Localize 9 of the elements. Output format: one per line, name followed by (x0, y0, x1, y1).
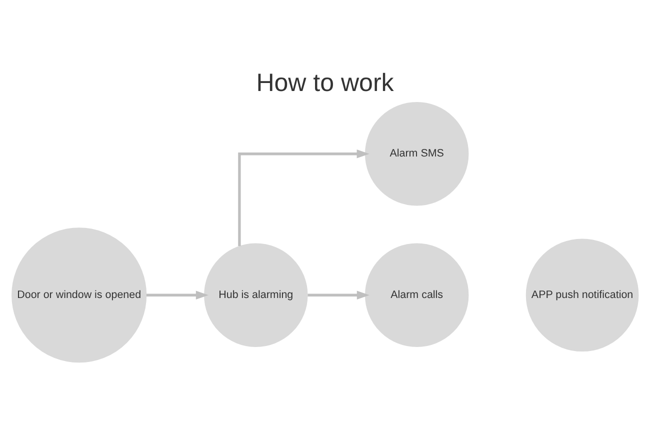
arrow (146, 290, 208, 300)
arrow (238, 149, 370, 246)
node-circle: Alarm SMS (364, 102, 469, 206)
node-circle: Door or window is opened (12, 228, 147, 363)
node-circle: APP push notification (526, 238, 639, 352)
diagram-title: How to work (256, 69, 394, 98)
node-circle: Hub is alarming (204, 243, 308, 347)
node-circle: Alarm calls (364, 243, 469, 347)
arrow (308, 290, 370, 300)
